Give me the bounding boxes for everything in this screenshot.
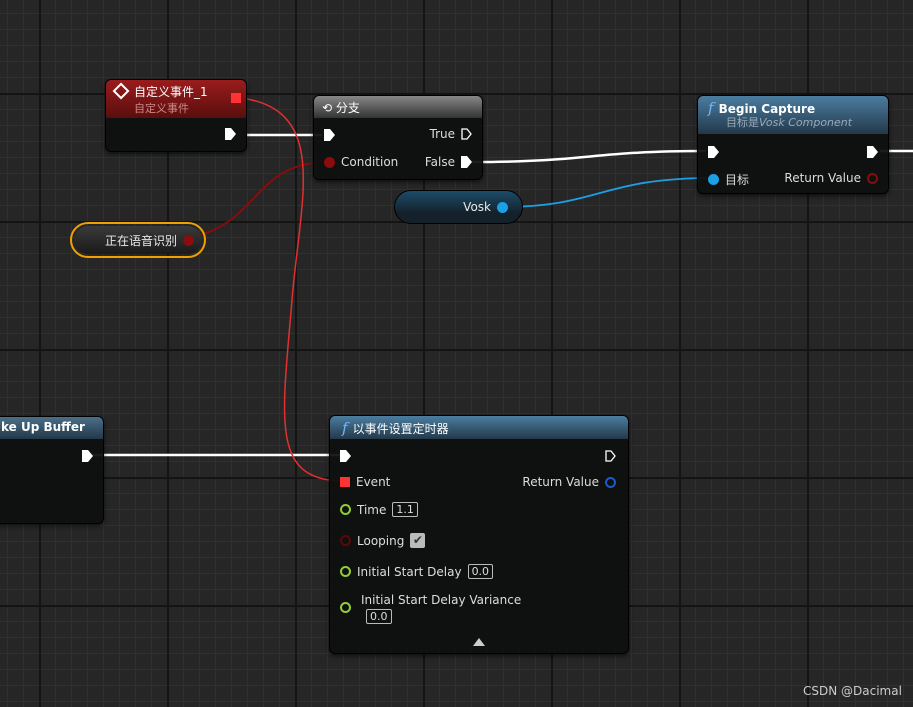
- exec-wire-false-capture: [471, 149, 707, 164]
- condition-label: Condition: [341, 155, 399, 169]
- function-icon: f: [342, 419, 348, 437]
- object-pin-icon: [708, 174, 719, 185]
- exec-in-pin[interactable]: [324, 129, 335, 141]
- looping-checkbox[interactable]: ✔: [410, 533, 426, 548]
- branch-title: 分支: [335, 101, 360, 115]
- custom-event-header: 自定义事件_1 自定义事件: [106, 80, 246, 118]
- event-pin[interactable]: Event: [340, 475, 390, 489]
- wake-up-header: ke Up Buffer: [0, 417, 103, 439]
- time-label: Time: [357, 502, 387, 517]
- watermark: CSDN @Dacimal: [803, 684, 902, 698]
- delay-input[interactable]: 0.0: [467, 564, 494, 579]
- return-value-pin[interactable]: Return Value: [784, 171, 878, 185]
- is-recognizing-variable-node[interactable]: 正在语音识别: [70, 222, 206, 258]
- return-value-pin[interactable]: Return Value: [522, 475, 616, 489]
- object-wire: [501, 177, 714, 208]
- event-subtitle: 自定义事件: [134, 102, 189, 115]
- delegate-pin[interactable]: [231, 93, 241, 103]
- bool-pin-icon: [867, 172, 878, 184]
- delegate-wire: [240, 97, 345, 482]
- object-out-pin[interactable]: [497, 201, 508, 213]
- target-prefix: 目标是: [726, 116, 759, 129]
- begin-capture-title: Begin Capture: [718, 102, 816, 116]
- initial-start-delay-pin[interactable]: Initial Start Delay 0.0: [340, 564, 494, 579]
- event-label: Event: [356, 475, 391, 489]
- float-pin-icon: [340, 566, 351, 577]
- event-diamond-icon: [112, 82, 130, 100]
- time-input[interactable]: 1.1: [392, 502, 418, 517]
- exec-out-pin[interactable]: [82, 450, 93, 462]
- wake-up-title: ke Up Buffer: [1, 420, 85, 434]
- target-class: Vosk Component: [759, 116, 853, 129]
- vosk-label: Vosk: [463, 200, 491, 214]
- delegate-pin-icon: [340, 477, 350, 487]
- variance-label: Initial Start Delay Variance: [361, 593, 522, 607]
- bool-wire: [179, 161, 329, 240]
- bool-pin-icon: [340, 535, 351, 546]
- collapse-arrow-icon[interactable]: [473, 638, 485, 646]
- return-label: Return Value: [522, 475, 599, 489]
- set-timer-by-event-node[interactable]: f 以事件设置定时器 Event Return Value Time 1.1 Loo…: [329, 415, 629, 654]
- target-pin[interactable]: 目标: [708, 171, 749, 188]
- target-label: 目标: [725, 173, 750, 187]
- function-icon: f: [708, 99, 714, 117]
- branch-node[interactable]: ⟲ 分支 True Condition False: [313, 95, 483, 180]
- false-label: False: [424, 155, 455, 169]
- begin-capture-node[interactable]: f Begin Capture 目标是Vosk Component 目标 Retu…: [697, 95, 889, 194]
- variance-pin[interactable]: [340, 602, 351, 613]
- begin-capture-header: f Begin Capture 目标是Vosk Component: [698, 96, 888, 134]
- event-title: 自定义事件_1: [134, 85, 208, 99]
- custom-event-node[interactable]: 自定义事件_1 自定义事件: [105, 79, 247, 152]
- delay-label: Initial Start Delay: [357, 564, 462, 579]
- condition-pin[interactable]: Condition: [324, 155, 398, 169]
- true-pin[interactable]: True: [430, 127, 473, 141]
- bool-pin-icon: [324, 156, 335, 168]
- exec-in-pin[interactable]: [708, 146, 719, 158]
- false-pin[interactable]: False: [425, 155, 472, 169]
- set-timer-header: f 以事件设置定时器: [330, 416, 628, 439]
- wake-up-buffer-node[interactable]: ke Up Buffer: [0, 416, 104, 524]
- bool-out-pin[interactable]: [183, 234, 194, 246]
- variance-input[interactable]: 0.0: [366, 609, 392, 624]
- looping-label: Looping: [357, 533, 405, 548]
- return-label: Return Value: [784, 171, 861, 185]
- vosk-variable-node[interactable]: Vosk: [394, 190, 523, 224]
- float-pin-icon: [340, 504, 351, 515]
- true-label: True: [429, 127, 456, 141]
- exec-out-pin[interactable]: [225, 128, 236, 140]
- handle-pin-icon: [605, 476, 616, 488]
- exec-in-pin[interactable]: [340, 450, 351, 462]
- branch-icon: ⟲: [322, 101, 336, 115]
- branch-header: ⟲ 分支: [314, 96, 482, 118]
- set-timer-title: 以事件设置定时器: [352, 422, 449, 436]
- exec-out-pin[interactable]: [867, 146, 878, 158]
- float-pin-icon: [340, 602, 351, 613]
- time-pin[interactable]: Time 1.1: [340, 502, 418, 517]
- exec-out-pin[interactable]: [605, 450, 616, 462]
- variable-label: 正在语音识别: [104, 233, 177, 248]
- looping-pin[interactable]: Looping ✔: [340, 533, 426, 548]
